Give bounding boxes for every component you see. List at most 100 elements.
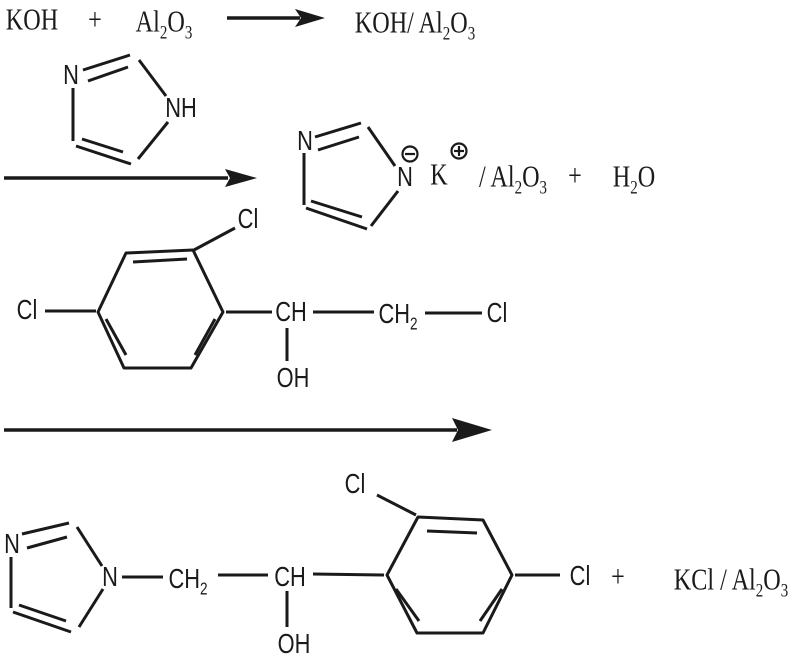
product-ch2-label: CH2 (163, 563, 213, 599)
label-text: Cl (569, 560, 591, 591)
plus-sign-2: + (566, 160, 583, 191)
bond (75, 144, 132, 166)
product-chain-bonds (218, 572, 385, 627)
bond (12, 610, 72, 634)
label-text: N (102, 561, 118, 592)
label-text: N (63, 59, 79, 90)
imidazolide-n3-label: N (295, 127, 315, 155)
substrate-ch2-label: CH2 (373, 298, 423, 334)
substrate-cl-para-label: Cl (14, 296, 40, 324)
arrow-head (295, 9, 325, 27)
product-n3-label: N (2, 530, 22, 558)
bond (385, 515, 514, 635)
bond (366, 126, 397, 167)
bond (312, 572, 385, 577)
substrate-chain-bonds (226, 310, 482, 361)
bond (369, 190, 400, 227)
charge-circle (401, 145, 419, 163)
label-text: Al2O3 (135, 3, 193, 44)
bond (376, 493, 417, 517)
label-text: + (88, 1, 102, 37)
bond (132, 257, 188, 264)
support-al2o3-label: / Al2O3 (469, 158, 556, 199)
imidazolide-bonds (302, 121, 400, 231)
al2o3-label: Al2O3 (128, 3, 201, 44)
kcl-al2o3-label: KCl / Al2O3 (658, 564, 800, 601)
bond (314, 121, 362, 139)
bond (136, 121, 170, 160)
imidazole-reactant-bonds (71, 53, 170, 166)
label-text: / Al2O3 (478, 158, 548, 199)
product-imidazole-bonds (9, 521, 163, 634)
potassium-label: K (428, 159, 450, 190)
reaction-arrow-1 (227, 9, 325, 27)
label-text: Cl (486, 297, 508, 328)
bond (75, 526, 104, 567)
bond (317, 135, 360, 152)
bond (21, 521, 70, 536)
koh-label: KOH (0, 4, 66, 35)
substrate-benzene-bonds (45, 226, 236, 370)
label-text: Cl (16, 294, 38, 325)
label-text: Cl (237, 203, 259, 234)
charge-circle (450, 142, 468, 160)
imidazolide-n1-label: N (395, 163, 415, 191)
label-text: N (297, 125, 313, 156)
bond (18, 603, 67, 623)
substrate-cl-ortho-label: Cl (235, 205, 261, 233)
label-text: KOH/ Al2O3 (354, 4, 476, 45)
imidazole-nh-label: NH (161, 94, 201, 122)
bond (394, 588, 421, 622)
label-text: N (397, 161, 413, 192)
water-label: H2O (607, 158, 661, 199)
label-text: OH (276, 362, 310, 393)
substrate-ch-label: CH (271, 298, 311, 326)
reaction-arrow-3 (4, 418, 492, 442)
bond (26, 535, 68, 550)
imidazole-n3-label: N (61, 61, 81, 89)
bond (104, 318, 128, 356)
product-benzene-bonds (376, 493, 560, 635)
plus-sign-3: + (609, 561, 626, 592)
arrow-head (452, 418, 492, 442)
label-text: CH (275, 296, 307, 327)
bond (193, 318, 217, 356)
koh-al2o3-product-label: KOH/ Al2O3 (338, 4, 492, 45)
bond (310, 199, 363, 219)
substrate-oh-label: OH (272, 364, 314, 392)
bond (82, 53, 131, 72)
label-text: K (430, 156, 448, 192)
label-text: Cl (344, 468, 366, 499)
bond (96, 248, 225, 370)
label-text: + (568, 157, 582, 193)
product-cl-ortho-label: Cl (342, 470, 368, 498)
bond (426, 529, 478, 535)
product-oh-label: OH (273, 630, 315, 658)
negative-charge-icon (401, 145, 419, 163)
bond (77, 588, 105, 628)
product-n1-label: N (100, 563, 120, 591)
bond (305, 206, 368, 231)
label-text: CH2 (168, 563, 208, 599)
bond (87, 65, 129, 83)
bond (81, 137, 124, 154)
label-text: OH (277, 628, 311, 658)
bond (137, 59, 168, 97)
substrate-cl-chain-label: Cl (484, 299, 510, 327)
label-text: CH (274, 561, 306, 592)
label-text: + (611, 558, 625, 594)
product-cl-para-label: Cl (567, 562, 593, 590)
arrow-head (225, 169, 257, 187)
label-text: H2O (612, 158, 656, 199)
positive-charge-icon (450, 142, 468, 160)
bond (478, 588, 504, 622)
label-text: N (4, 528, 20, 559)
label-text: CH2 (378, 298, 418, 334)
plus-sign-1: + (86, 4, 103, 35)
label-text: NH (165, 92, 197, 123)
reaction-arrow-2 (4, 169, 257, 187)
bond (193, 226, 236, 252)
label-text: KOH (5, 1, 59, 37)
